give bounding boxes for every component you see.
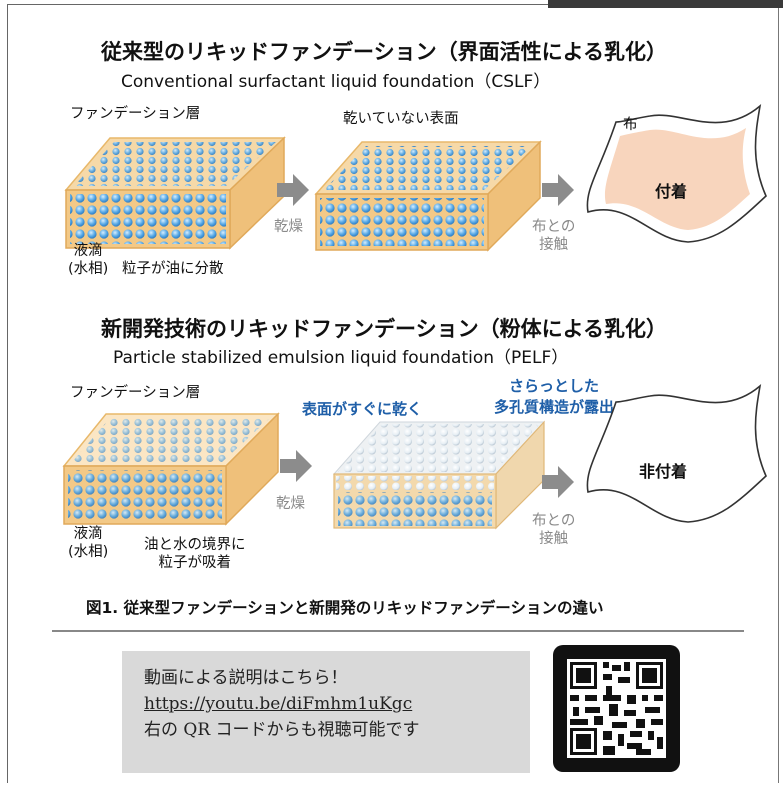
arrow-right-icon (280, 450, 312, 482)
divider (52, 630, 744, 632)
figure-caption: 図1. 従来型ファンデーションと新開発のリキッドファンデーションの違い (86, 599, 604, 617)
section2-title-en: Particle stabilized emulsion liquid foun… (113, 348, 569, 368)
pelf-layer-block (62, 412, 280, 526)
pelf-contact-label: 布との 接触 (532, 513, 576, 548)
top-right-strip (548, 0, 783, 8)
arrow-right-icon (542, 174, 574, 206)
cslf-wet-surface-block (314, 140, 542, 252)
cslf-layer-label: ファンデーション層 (70, 106, 201, 122)
qr-code[interactable] (553, 645, 680, 772)
cslf-layer-block (64, 136, 286, 250)
cloth-label: 布 (623, 117, 638, 133)
section1-title-jp: 従来型のリキッドファンデーション（界面活性による乳化） (101, 40, 667, 64)
cslf-dry-label: 乾燥 (274, 219, 303, 235)
cslf-result-label: 付着 (655, 182, 688, 201)
video-link[interactable]: https://youtu.be/diFmhm1uKgc (144, 694, 413, 714)
video-intro-text: 動画による説明はこちら！ (144, 668, 348, 688)
section1-title-en: Conventional surfactant liquid foundatio… (121, 72, 551, 92)
video-qr-note: 右の QR コードからも視聴可能です (144, 720, 420, 740)
cslf-surface-label: 乾いていない表面 (343, 111, 459, 127)
cslf-contact-label: 布との 接触 (532, 219, 576, 254)
cslf-droplet-label: 液滴 (水相) (68, 243, 109, 278)
pelf-porous-block (332, 420, 546, 530)
pelf-result-label: 非付着 (639, 462, 688, 481)
qr-code-icon (567, 659, 666, 758)
cloth-stained-shape (586, 103, 767, 243)
pelf-surface-dry-label: 表面がすぐに乾く (302, 400, 423, 418)
pelf-dry-label: 乾燥 (276, 496, 305, 512)
figure-frame (7, 4, 779, 783)
arrow-right-icon (542, 466, 574, 498)
video-info-box: 動画による説明はこちら！ https://youtu.be/diFmhm1uKg… (122, 651, 530, 773)
pelf-porous-label: さらっとした 多孔質構造が露出 (494, 377, 615, 416)
cloth-clean-shape (586, 383, 767, 523)
pelf-layer-label: ファンデーション層 (70, 385, 201, 401)
section2-title-jp: 新開発技術のリキッドファンデーション（粉体による乳化） (101, 317, 667, 341)
arrow-right-icon (277, 174, 309, 206)
pelf-droplet-label: 液滴 (水相) (68, 526, 109, 561)
pelf-boundary-label: 油と水の境界に 粒子が吸着 (144, 537, 246, 572)
cslf-particles-label: 粒子が油に分散 (122, 261, 224, 277)
